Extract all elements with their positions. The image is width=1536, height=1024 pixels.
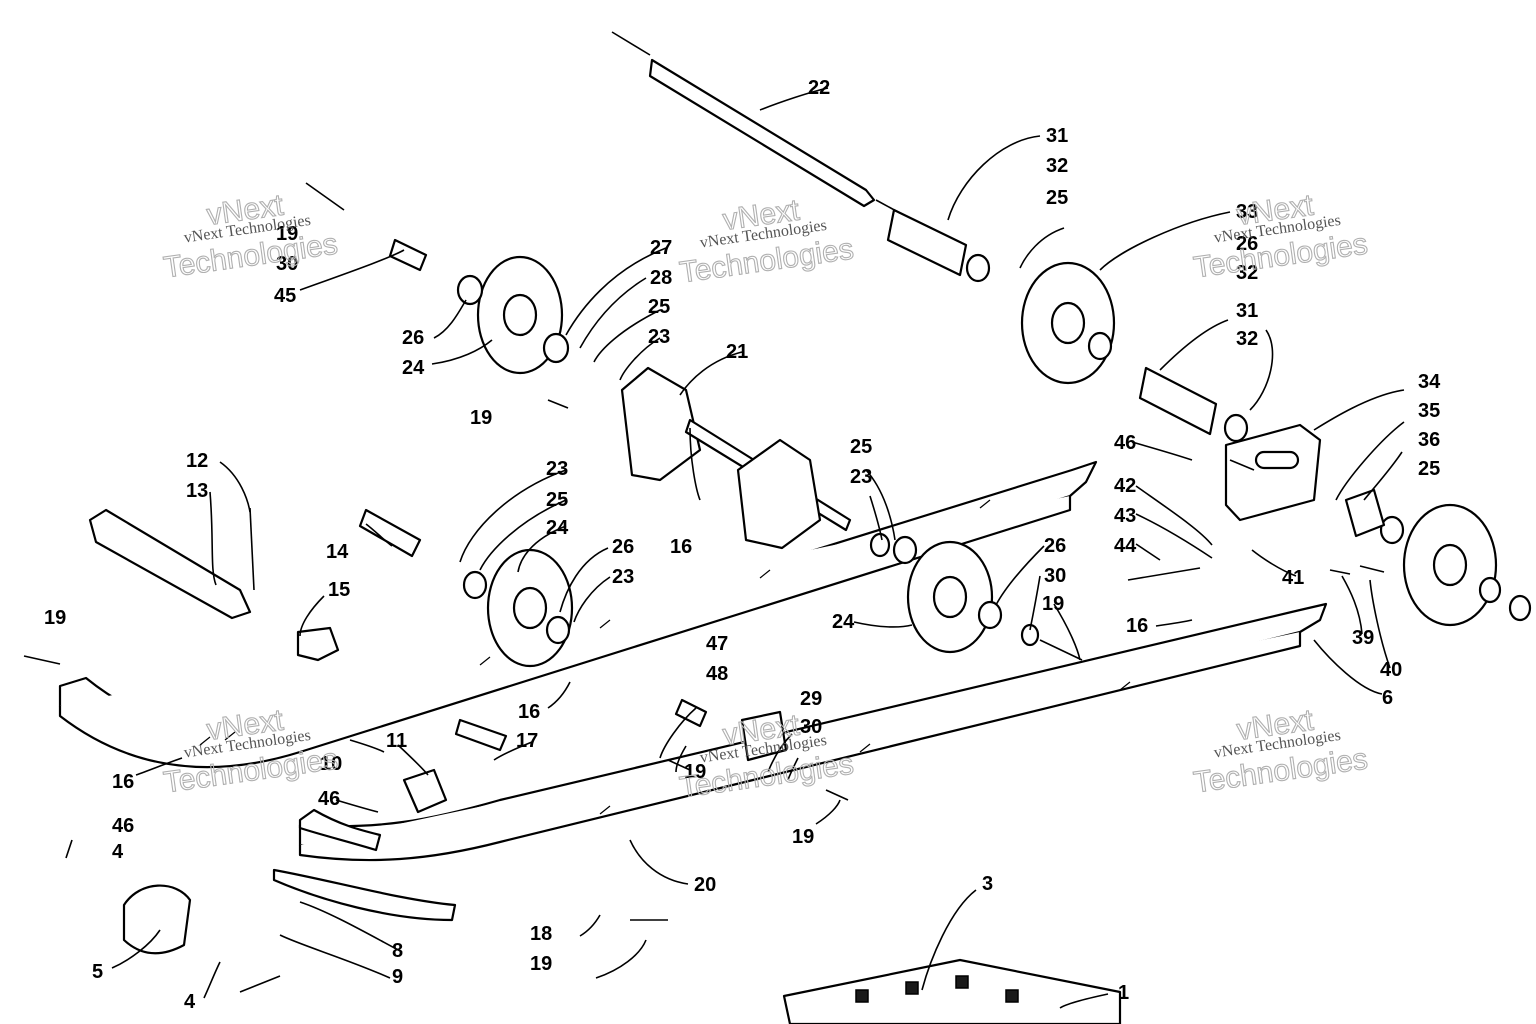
callout-25: 25 <box>648 296 670 318</box>
callout-4: 4 <box>184 991 196 1013</box>
callout-40: 40 <box>1380 659 1402 681</box>
callout-25: 25 <box>1418 458 1440 480</box>
callout-26: 26 <box>612 536 634 558</box>
callout-24: 24 <box>832 611 855 633</box>
callout-19: 19 <box>470 407 492 429</box>
callout-21: 21 <box>726 341 748 363</box>
idler-wheels <box>476 255 1498 668</box>
callout-19: 19 <box>684 761 706 783</box>
track-1 <box>782 958 1122 1024</box>
callout-18: 18 <box>530 923 552 945</box>
callout-26: 26 <box>402 327 424 349</box>
callout-24: 24 <box>402 357 425 379</box>
front-bumper <box>122 710 788 955</box>
callout-25: 25 <box>546 489 568 511</box>
callout-23: 23 <box>612 566 634 588</box>
callout-35: 35 <box>1418 400 1440 422</box>
callout-19: 19 <box>792 826 814 848</box>
callout-14: 14 <box>326 541 349 563</box>
callout-10: 10 <box>320 753 342 775</box>
callout-3: 3 <box>982 873 993 895</box>
callout-32: 32 <box>1236 328 1258 350</box>
watermark-top-center: vNext vNext Technologies Technologies <box>677 193 856 290</box>
callout-19: 19 <box>44 607 66 629</box>
right-slide-rail <box>298 602 1328 862</box>
front-arm-13 <box>88 507 340 662</box>
callout-32: 32 <box>1236 262 1258 284</box>
callout-16: 16 <box>112 771 134 793</box>
callout-30: 30 <box>1044 565 1066 587</box>
rear-arm-hanger-21 <box>620 366 852 550</box>
callout-46: 46 <box>318 788 340 810</box>
callout-46: 46 <box>112 815 134 837</box>
callout-26: 26 <box>1044 535 1066 557</box>
callout-15: 15 <box>328 579 350 601</box>
drawing <box>23 31 1532 1024</box>
watermark-middle-left: vNext vNext Technologies Technologies <box>161 703 340 800</box>
callout-30: 30 <box>800 716 822 738</box>
callout-36: 36 <box>1418 429 1440 451</box>
callout-22: 22 <box>808 77 830 99</box>
callout-33: 33 <box>1236 201 1258 223</box>
callout-43: 43 <box>1114 505 1136 527</box>
watermark-middle-right: vNext vNext Technologies Technologies <box>1191 703 1370 800</box>
callout-41: 41 <box>1282 567 1304 589</box>
callout-4: 4 <box>112 841 124 863</box>
bolts <box>23 182 1385 993</box>
callout-12: 12 <box>186 450 208 472</box>
callout-32: 32 <box>1046 155 1068 177</box>
callout-19: 19 <box>1042 593 1064 615</box>
callout-26: 26 <box>1236 233 1258 255</box>
callout-8: 8 <box>392 940 403 962</box>
callout-20: 20 <box>694 874 716 896</box>
leader-lines <box>65 87 1405 1009</box>
callout-17: 17 <box>516 730 538 752</box>
callout-19: 19 <box>530 953 552 975</box>
callout-45: 45 <box>274 285 296 307</box>
spacers <box>358 208 1532 728</box>
callout-23: 23 <box>850 466 872 488</box>
callout-23: 23 <box>648 326 670 348</box>
callout-11: 11 <box>386 730 407 752</box>
callout-25: 25 <box>1046 187 1068 209</box>
shaft-22 <box>611 31 899 213</box>
callout-44: 44 <box>1114 535 1137 557</box>
callout-16: 16 <box>670 536 692 558</box>
callout-31: 31 <box>1236 300 1258 322</box>
callout-30: 30 <box>276 253 298 275</box>
callout-46: 46 <box>1114 432 1136 454</box>
callout-42: 42 <box>1114 475 1136 497</box>
callout-6: 6 <box>1382 687 1393 709</box>
callout-23: 23 <box>546 458 568 480</box>
callout-48: 48 <box>706 663 728 685</box>
callout-1: 1 <box>1118 982 1129 1004</box>
callout-25: 25 <box>850 436 872 458</box>
callout-16: 16 <box>518 701 540 723</box>
watermark-top-left: vNext vNext Technologies Technologies <box>161 188 340 285</box>
callout-39: 39 <box>1352 627 1374 649</box>
callout-19: 19 <box>276 223 298 245</box>
callout-9: 9 <box>392 966 403 988</box>
callout-31: 31 <box>1046 125 1068 147</box>
callout-24: 24 <box>546 517 569 539</box>
callout-labels: 1 3 4 4 5 6 8 9 10 11 12 13 14 15 16 16 … <box>44 77 1441 1013</box>
callout-29: 29 <box>800 688 822 710</box>
callout-34: 34 <box>1418 371 1441 393</box>
callout-13: 13 <box>186 480 208 502</box>
callout-47: 47 <box>706 633 728 655</box>
callout-28: 28 <box>650 267 672 289</box>
watermark-top-right: vNext vNext Technologies Technologies <box>1191 188 1370 285</box>
callout-5: 5 <box>92 961 103 983</box>
callout-27: 27 <box>650 237 672 259</box>
bracket-34 <box>1224 423 1386 538</box>
callout-16: 16 <box>1126 615 1148 637</box>
